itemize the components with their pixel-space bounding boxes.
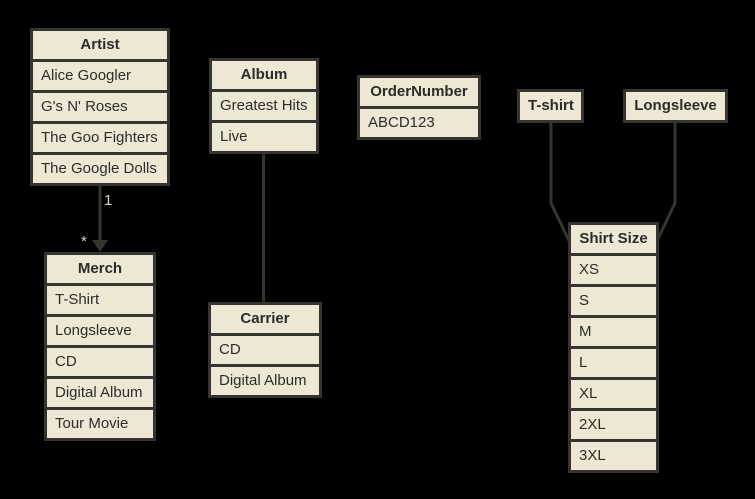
entity-tshirt: T-shirt (517, 89, 584, 123)
table-row: Tour Movie (47, 410, 153, 438)
entity-carrier: Carrier CD Digital Album (208, 302, 322, 398)
entity-carrier-title: Carrier (211, 305, 319, 336)
arrowhead-down-icon (92, 240, 108, 252)
table-row: Live (212, 123, 316, 151)
multiplicity-one-label: 1 (104, 192, 112, 209)
table-row: The Google Dolls (33, 155, 167, 183)
table-row: 3XL (571, 442, 656, 470)
entity-tshirt-title: T-shirt (520, 92, 581, 120)
entity-album: Album Greatest Hits Live (209, 58, 319, 154)
entity-shirt-size: Shirt Size XS S M L XL 2XL 3XL (568, 222, 659, 473)
table-row: XS (571, 256, 656, 287)
table-row: The Goo Fighters (33, 124, 167, 155)
table-row: L (571, 349, 656, 380)
entity-artist: Artist Alice Googler G's N' Roses The Go… (30, 28, 170, 186)
entity-album-title: Album (212, 61, 316, 92)
table-row: CD (47, 348, 153, 379)
table-row: Digital Album (47, 379, 153, 410)
table-row: CD (211, 336, 319, 367)
table-row: ABCD123 (360, 109, 478, 137)
entity-artist-title: Artist (33, 31, 167, 62)
table-row: 2XL (571, 411, 656, 442)
table-row: Greatest Hits (212, 92, 316, 123)
table-row: G's N' Roses (33, 93, 167, 124)
table-row: S (571, 287, 656, 318)
entity-shirt-size-title: Shirt Size (571, 225, 656, 256)
table-row: Alice Googler (33, 62, 167, 93)
table-row: T-Shirt (47, 286, 153, 317)
entity-order-number: OrderNumber ABCD123 (357, 75, 481, 140)
entity-merch: Merch T-Shirt Longsleeve CD Digital Albu… (44, 252, 156, 441)
table-row: XL (571, 380, 656, 411)
entity-merch-title: Merch (47, 255, 153, 286)
entity-longsleeve: Longsleeve (623, 89, 728, 123)
table-row: M (571, 318, 656, 349)
entity-longsleeve-title: Longsleeve (626, 92, 725, 120)
entity-order-number-title: OrderNumber (360, 78, 478, 109)
multiplicity-many-label: * (81, 233, 87, 250)
table-row: Digital Album (211, 367, 319, 395)
table-row: Longsleeve (47, 317, 153, 348)
